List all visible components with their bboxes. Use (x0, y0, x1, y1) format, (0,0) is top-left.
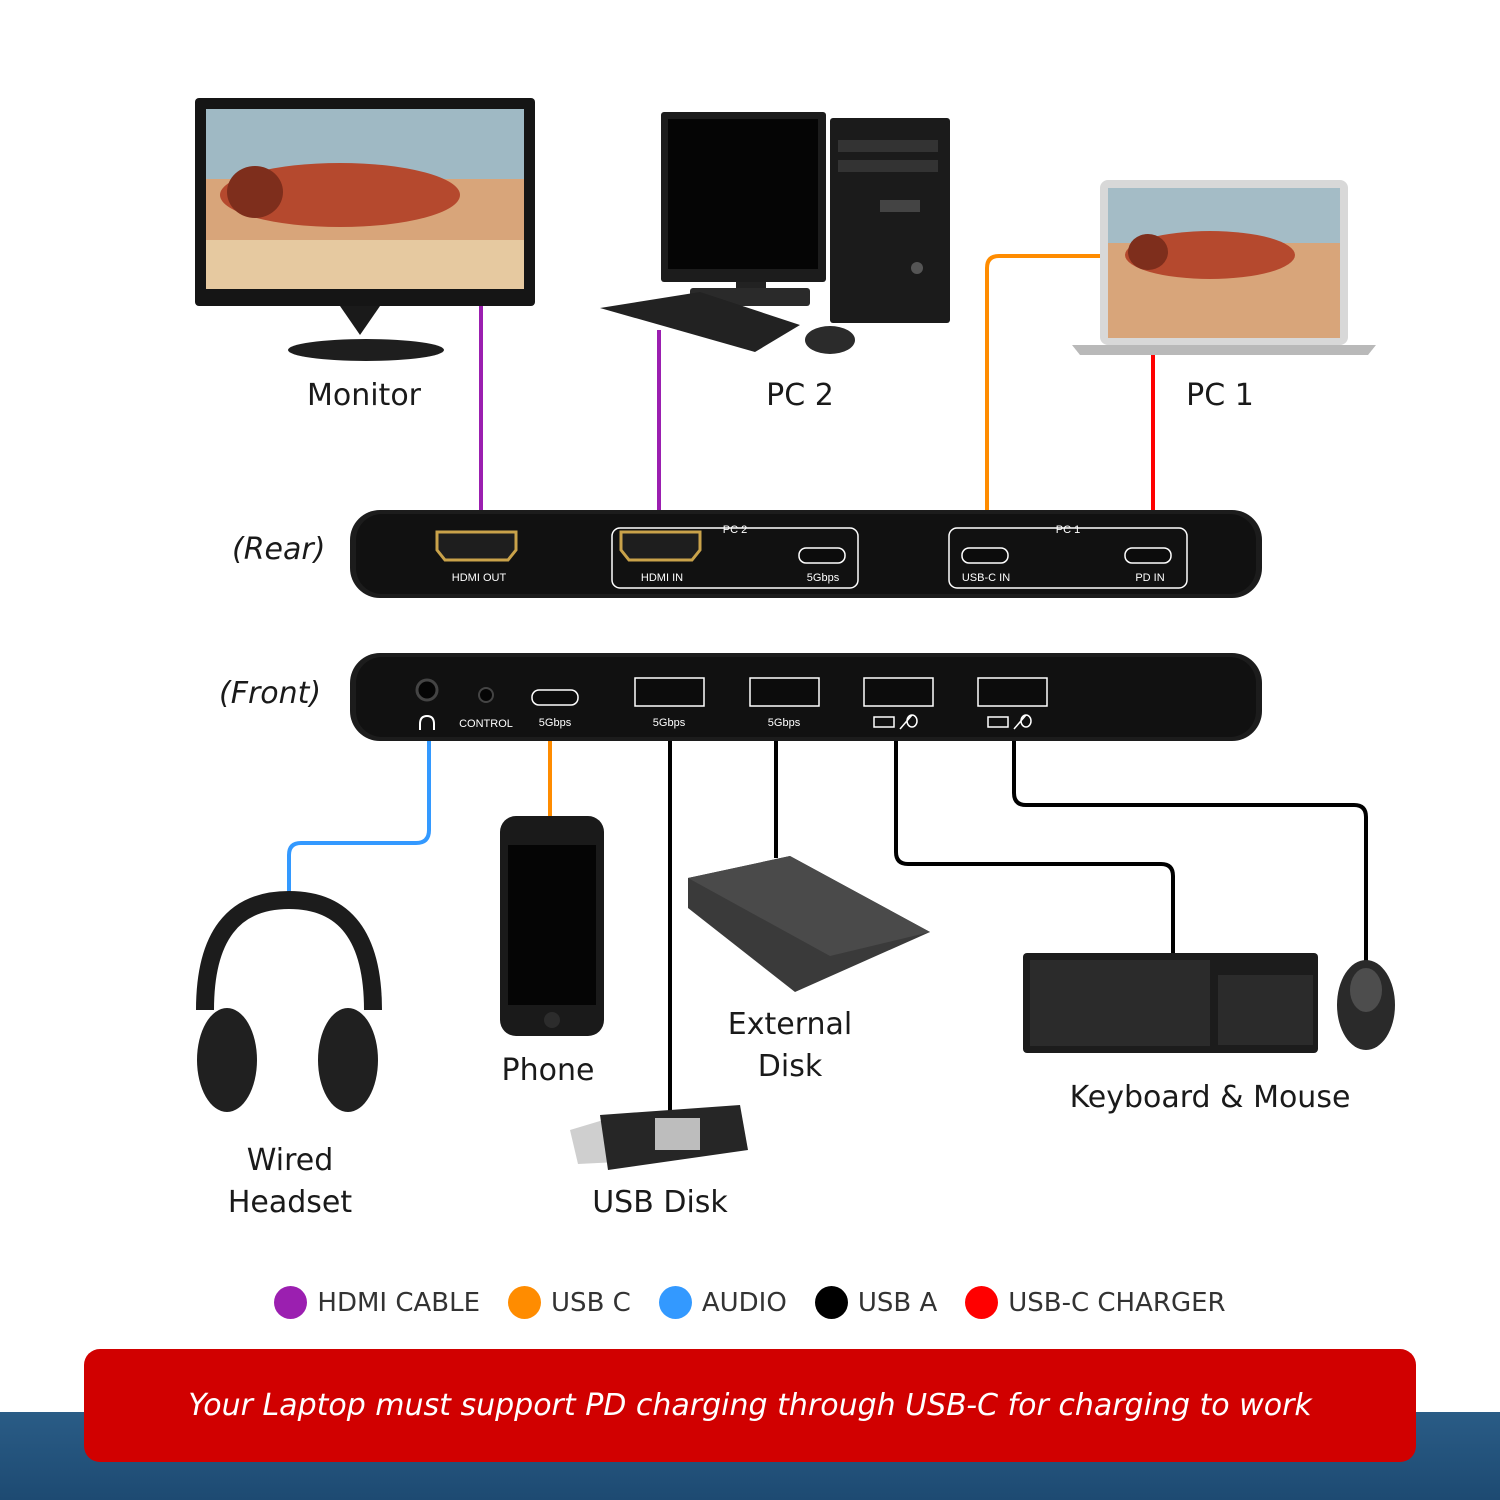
legend-item: USB C (508, 1286, 631, 1319)
keyboard-mouse-icon (987, 714, 1032, 730)
front-usbc-port (531, 689, 579, 706)
switch-rear-panel (350, 510, 1262, 598)
label-rear: (Rear) (232, 532, 326, 567)
control-jack (478, 687, 494, 703)
front-usba-port-4 (977, 677, 1048, 707)
label-wired-headset: Wired Headset (180, 1140, 400, 1224)
keyboard-mouse-icon (873, 714, 918, 730)
label-keyboard-mouse: Keyboard & Mouse (1069, 1080, 1351, 1115)
legend-label: AUDIO (701, 1287, 787, 1318)
label-front-usba-1: 5Gbps (653, 717, 686, 729)
legend-dot-audio (658, 1286, 692, 1319)
label-wired-headset-line1: Wired (246, 1143, 334, 1178)
legend-dot-hdmi (274, 1286, 308, 1319)
legend-label: USB A (857, 1287, 938, 1318)
label-phone: Phone (501, 1053, 595, 1088)
cable-usba-keyboard (894, 740, 1175, 955)
label-hdmi-in: HDMI IN (641, 572, 683, 584)
cable-usba-mouse (1012, 740, 1368, 965)
legend-item: USB A (814, 1286, 938, 1319)
audio-jack (415, 678, 439, 702)
label-wired-headset-line2: Headset (227, 1185, 353, 1220)
label-pd-in: PD IN (1135, 572, 1164, 584)
label-pc2-usbc: 5Gbps (807, 572, 840, 584)
pd-in-port (1124, 547, 1172, 564)
legend-item: AUDIO (658, 1286, 787, 1319)
label-front: (Front) (219, 676, 322, 711)
label-hdmi-out: HDMI OUT (452, 572, 507, 584)
legend-dot-usbc (508, 1286, 542, 1319)
warning-banner: Your Laptop must support PD charging thr… (84, 1349, 1416, 1462)
label-external-disk: External Disk (690, 1004, 890, 1088)
warning-banner-text: Your Laptop must support PD charging thr… (188, 1388, 1312, 1423)
label-pc1-group: PC 1 (1056, 524, 1080, 536)
legend: HDMI CABLE USB C AUDIO USB A USB-C CHARG… (0, 1286, 1500, 1319)
label-pc1: PC 1 (1186, 378, 1254, 413)
label-control: CONTROL (459, 718, 513, 730)
headphone-icon (419, 714, 435, 730)
cable-audio (287, 740, 431, 900)
front-usba-port-2 (749, 677, 820, 707)
pc2-image (600, 112, 950, 354)
legend-item: USB-C CHARGER (965, 1286, 1226, 1319)
hdmi-in-port (619, 530, 702, 562)
external-disk-image (688, 856, 930, 992)
pc2-usbc-port (798, 547, 846, 564)
monitor-image (195, 98, 535, 361)
label-monitor: Monitor (306, 378, 422, 413)
legend-dot-charger (965, 1286, 999, 1319)
mouse-image (1337, 960, 1395, 1050)
usb-disk-image (570, 1105, 748, 1170)
label-usbc-in: USB-C IN (962, 572, 1010, 584)
front-usba-port-1 (634, 677, 705, 707)
keyboard-image (1023, 953, 1318, 1053)
legend-label: HDMI CABLE (317, 1287, 481, 1318)
label-external-disk-line1: External (727, 1007, 853, 1042)
legend-dot-usba (814, 1286, 848, 1319)
usbc-in-port (961, 547, 1009, 564)
label-front-usba-2: 5Gbps (768, 717, 801, 729)
legend-label: USB-C CHARGER (1008, 1287, 1226, 1318)
pc1-image (1072, 180, 1376, 355)
legend-label: USB C (551, 1287, 631, 1318)
front-usba-port-3 (863, 677, 934, 707)
label-front-usbc: 5Gbps (539, 717, 572, 729)
headset-image (196, 890, 382, 1112)
switch-front-panel (350, 653, 1262, 741)
cable-usbc-pc1 (985, 254, 1100, 512)
phone-image (500, 816, 604, 1036)
label-pc2: PC 2 (766, 378, 834, 413)
cables (287, 254, 1368, 1112)
legend-item: HDMI CABLE (274, 1286, 480, 1319)
hdmi-out-port (435, 530, 518, 562)
port-labels: HDMI OUT PC 2 HDMI IN 5Gbps PC 1 USB-C I… (452, 524, 1165, 730)
label-external-disk-line2: Disk (757, 1049, 823, 1084)
label-usb-disk: USB Disk (592, 1185, 728, 1220)
label-pc2-group: PC 2 (723, 524, 747, 536)
